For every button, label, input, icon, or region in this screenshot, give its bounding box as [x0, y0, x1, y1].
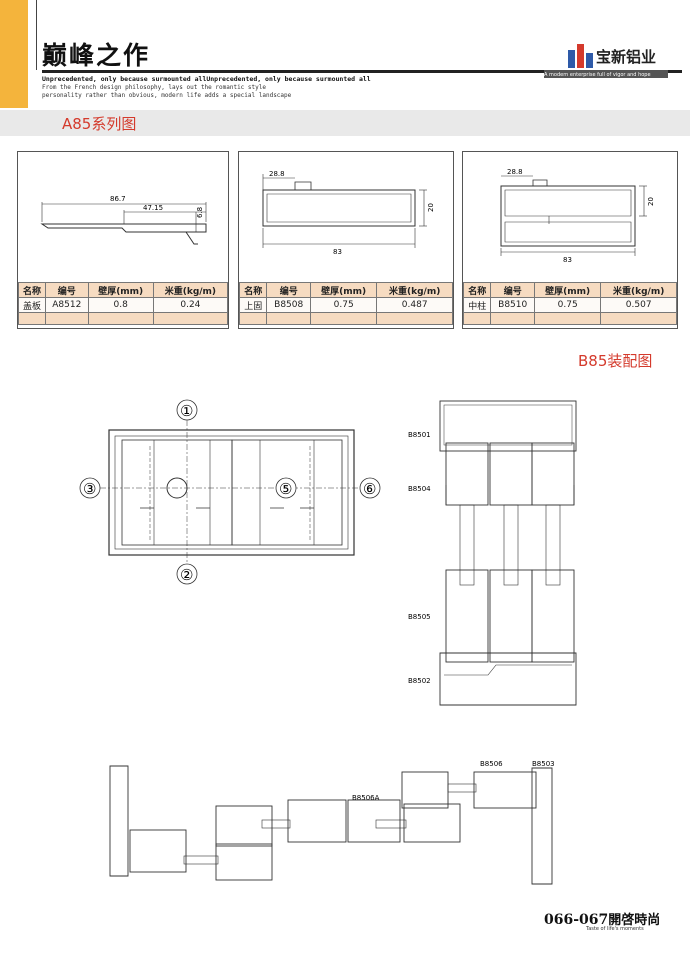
window-elevation-drawing: ① ② ③ ⑤ ⑥ [79, 399, 381, 585]
horizontal-plan-drawing: B8506A B8506 B8503 [109, 760, 555, 885]
dim-label: 20 [647, 197, 655, 206]
cell-thickness: 0.75 [533, 297, 602, 313]
profile-drawing-2: 28.8 20 83 [262, 170, 435, 256]
dim-label: 20 [427, 203, 435, 212]
section-label: B8502 [408, 677, 431, 685]
tagline-secondary: From the French design philosophy, lays … [42, 84, 291, 100]
dim-label: 6.8 [196, 207, 204, 218]
marker-3 [79, 477, 101, 499]
marker-label: ② [180, 566, 193, 584]
tagline-line-2: personality rather than obvious, modern … [42, 92, 292, 99]
marker-label: ⑥ [363, 480, 376, 498]
profile-drawing-1: 86.7 47.15 6.8 [40, 195, 207, 245]
col-header: 名称 [18, 282, 46, 298]
logo-subtitle-band [544, 70, 668, 78]
cell-weight: 0.487 [376, 297, 453, 313]
section-label: B8501 [408, 431, 431, 439]
cell-weight: 0.507 [600, 297, 677, 313]
tagline-primary: Unprecedented, only because surmounted a… [42, 75, 371, 83]
col-header: 米重(kg/m) [376, 282, 453, 298]
section-label: B8505 [408, 613, 431, 621]
header-rule [42, 70, 682, 73]
col-header: 编号 [490, 282, 535, 298]
brand-title: 巅峰之作 [42, 41, 151, 70]
company-subtitle: A modern enterprise full of vigor and ho… [544, 72, 651, 78]
dim-label: 86.7 [110, 195, 126, 203]
cell-name: 上固 [238, 297, 268, 313]
assembly-title: B85装配图 [578, 352, 653, 370]
profile-drawing-3: 28.8 20 83 [500, 168, 655, 264]
plan-label: B8503 [532, 760, 555, 768]
footer-subtitle: Taste of life's moments [586, 926, 644, 932]
page-footer: 066-067開啓時尚 [544, 909, 660, 928]
cell-name: 中柱 [462, 297, 492, 313]
marker-label: ③ [83, 480, 96, 498]
marker-5 [275, 477, 297, 499]
col-header: 编号 [44, 282, 89, 298]
dim-label: 28.8 [269, 170, 285, 178]
marker-2 [176, 563, 198, 585]
page-numbers: 066-067 [544, 912, 609, 928]
cell-code: A8512 [44, 297, 89, 313]
col-header: 编号 [266, 282, 311, 298]
section-title: A85系列图 [62, 115, 137, 133]
dim-label: 83 [563, 256, 572, 264]
marker-1 [176, 399, 198, 421]
col-header: 米重(kg/m) [152, 282, 229, 298]
col-header: 壁厚(mm) [87, 282, 154, 298]
tagline-line-1: From the French design philosophy, lays … [42, 84, 266, 91]
plan-label: B8506A [352, 794, 380, 802]
company-name: 宝新铝业 [596, 48, 657, 66]
col-header: 壁厚(mm) [533, 282, 602, 298]
col-header: 米重(kg/m) [600, 282, 677, 298]
cell-weight: 0.24 [152, 297, 229, 313]
cell-code: B8510 [490, 297, 535, 313]
cell-thickness: 0.8 [87, 297, 154, 313]
header-divider [36, 0, 37, 70]
marker-label: ① [180, 402, 193, 420]
header-accent-bar [0, 0, 28, 108]
marker-label: ⑤ [279, 480, 292, 498]
vertical-section-drawing: B8501 B8504 B8505 B8502 [408, 400, 577, 706]
col-header: 壁厚(mm) [309, 282, 378, 298]
footer-title: 開啓時尚 [608, 913, 661, 928]
col-header: 名称 [238, 282, 268, 298]
cell-thickness: 0.75 [309, 297, 378, 313]
section-label: B8504 [408, 485, 431, 493]
cell-code: B8508 [266, 297, 311, 313]
dim-label: 28.8 [507, 168, 523, 176]
plan-label: B8506 [480, 760, 503, 768]
cell-name: 盖板 [18, 297, 46, 313]
company-logo-icon [568, 44, 593, 68]
section-band [0, 110, 690, 136]
dim-label: 47.15 [143, 204, 163, 212]
dim-label: 83 [333, 248, 342, 256]
col-header: 名称 [462, 282, 492, 298]
marker-6 [359, 477, 381, 499]
